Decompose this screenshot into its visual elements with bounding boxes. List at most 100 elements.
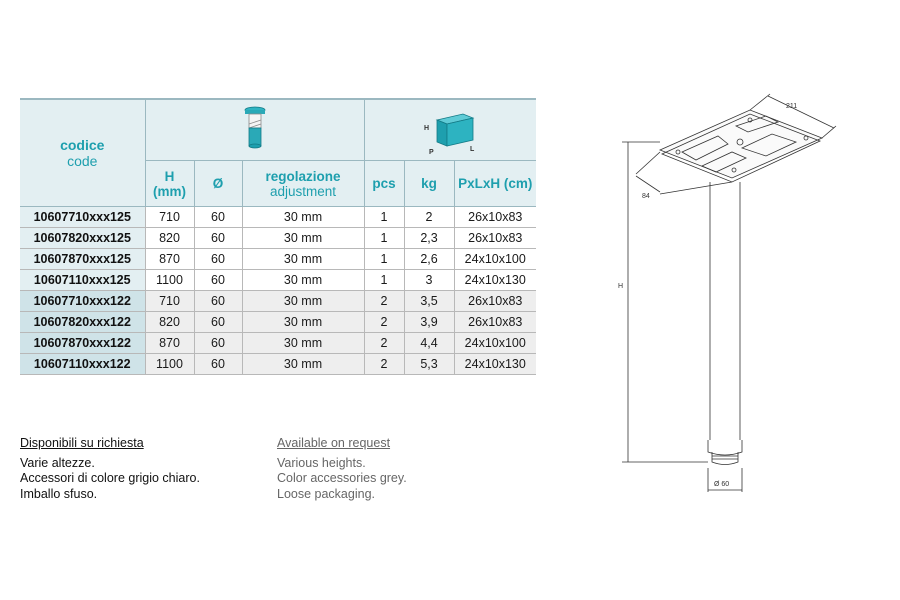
height-cell: 1100	[145, 269, 195, 291]
table-row: 10607820xxx122 820 60 30 mm 2 3,9 26x10x…	[20, 311, 537, 333]
diameter-cell: 60	[194, 227, 243, 249]
box-label-l: L	[470, 146, 475, 153]
notes-english-line: Color accessories grey.	[277, 471, 407, 485]
technical-drawing: 211 84 H Ø 60	[600, 90, 840, 515]
table-row: 10607870xxx125 870 60 30 mm 1 2,6 24x10x…	[20, 248, 537, 270]
mounting-plate-edge	[660, 113, 822, 183]
kg-cell: 2,3	[404, 227, 455, 249]
table-row: 10607110xxx122 1100 60 30 mm 2 5,3 24x10…	[20, 353, 537, 375]
plate-hole	[747, 117, 753, 123]
diameter-cell: 60	[194, 248, 243, 270]
height-cell: 710	[145, 290, 195, 312]
dims-cell: 26x10x83	[454, 311, 537, 333]
adjustment-cell: 30 mm	[242, 227, 365, 249]
pcs-cell: 2	[364, 290, 405, 312]
dims-cell: 26x10x83	[454, 227, 537, 249]
pcs-cell: 1	[364, 206, 405, 228]
table-body: 10607710xxx125 710 60 30 mm 1 2 26x10x83…	[20, 206, 537, 375]
code-cell: 10607870xxx122	[20, 332, 146, 354]
kg-cell: 4,4	[404, 332, 455, 354]
code-cell: 10607110xxx122	[20, 353, 146, 375]
dim-ext-line	[749, 93, 771, 111]
code-cell: 10607870xxx125	[20, 248, 146, 270]
code-header-it: codice	[60, 137, 105, 153]
dim-ext-line	[635, 151, 661, 175]
kg-cell: 5,3	[404, 353, 455, 375]
table-row: 10607710xxx122 710 60 30 mm 2 3,5 26x10x…	[20, 290, 537, 312]
plate-cutout	[740, 133, 798, 157]
adjustment-cell: 30 mm	[242, 248, 365, 270]
dims-cell: 24x10x100	[454, 332, 537, 354]
diameter-cell: 60	[194, 311, 243, 333]
plate-hole	[803, 135, 809, 141]
plate-cutout	[681, 135, 729, 161]
code-header-en: code	[67, 153, 98, 169]
plate-cutout	[734, 115, 780, 133]
pcs-cell: 1	[364, 227, 405, 249]
notes-english-title: Available on request	[277, 436, 391, 450]
adjustment-cell: 30 mm	[242, 353, 365, 375]
kg-cell: 2,6	[404, 248, 455, 270]
pcs-cell: 2	[364, 332, 405, 354]
dims-cell: 26x10x83	[454, 206, 537, 228]
notes-italian-title: Disponibili su richiesta	[20, 436, 144, 450]
height-header-unit: (mm)	[153, 183, 186, 199]
diameter-cell: 60	[194, 290, 243, 312]
leg-foot	[707, 440, 743, 456]
plate-hole	[736, 138, 744, 146]
height-header-label: H	[164, 168, 175, 184]
dim-line-length	[767, 95, 835, 129]
adjustment-cell: 30 mm	[242, 332, 365, 354]
diameter-cell: 60	[194, 353, 243, 375]
diameter-cell: 60	[194, 206, 243, 228]
pcs-cell: 2	[364, 353, 405, 375]
table-row: 10607110xxx125 1100 60 30 mm 1 3 24x10x1…	[20, 269, 537, 291]
plate-hole	[675, 149, 681, 155]
leg-foot-base	[711, 452, 739, 465]
pcs-cell: 1	[364, 269, 405, 291]
notes-italian-line: Varie altezze.	[20, 455, 95, 470]
dims-header: PxLxH (cm)	[454, 160, 537, 207]
dim-label-width: 84	[642, 193, 650, 200]
adjustment-cell: 30 mm	[242, 311, 365, 333]
product-table-container: codice code	[20, 98, 537, 375]
height-cell: 820	[145, 311, 195, 333]
diameter-cell: 60	[194, 269, 243, 291]
notes-english: Available on request Various heights. Co…	[277, 436, 407, 502]
code-cell: 10607820xxx122	[20, 311, 146, 333]
dims-cell: 24x10x100	[454, 248, 537, 270]
height-cell: 710	[145, 206, 195, 228]
adjustment-cell: 30 mm	[242, 290, 365, 312]
code-cell: 10607820xxx125	[20, 227, 146, 249]
kg-cell: 3,5	[404, 290, 455, 312]
table-row: 10607710xxx125 710 60 30 mm 1 2 26x10x83	[20, 206, 537, 228]
kg-cell: 3	[404, 269, 455, 291]
kg-cell: 3,9	[404, 311, 455, 333]
product-table: codice code	[20, 98, 537, 375]
leg-icon-header	[145, 98, 365, 161]
plate-hole	[731, 167, 737, 173]
notes-italian-line: Accessori di colore grigio chiaro.	[20, 471, 200, 485]
kg-cell: 2	[404, 206, 455, 228]
adjustment-header-en: adjustment	[269, 183, 337, 199]
dims-cell: 26x10x83	[454, 290, 537, 312]
table-leg-drawing: 211 84 H Ø 60	[618, 93, 837, 492]
height-header: H (mm)	[145, 160, 195, 207]
box-label-h: H	[424, 125, 429, 132]
pcs-cell: 1	[364, 248, 405, 270]
plate-cutout	[701, 151, 747, 173]
dim-ext-line	[659, 181, 733, 195]
height-cell: 870	[145, 248, 195, 270]
adjustment-cell: 30 mm	[242, 206, 365, 228]
box-icon: H P L	[415, 113, 485, 157]
notes-italian: Disponibili su richiesta Varie altezze. …	[20, 436, 200, 502]
code-cell: 10607110xxx125	[20, 269, 146, 291]
leg-icon	[243, 106, 267, 155]
pcs-header: pcs	[364, 160, 405, 207]
height-cell: 1100	[145, 353, 195, 375]
notes-english-line: Loose packaging.	[277, 486, 375, 501]
code-cell: 10607710xxx125	[20, 206, 146, 228]
kg-header: kg	[404, 160, 455, 207]
box-icon-header: H P L	[364, 98, 537, 161]
height-cell: 870	[145, 332, 195, 354]
